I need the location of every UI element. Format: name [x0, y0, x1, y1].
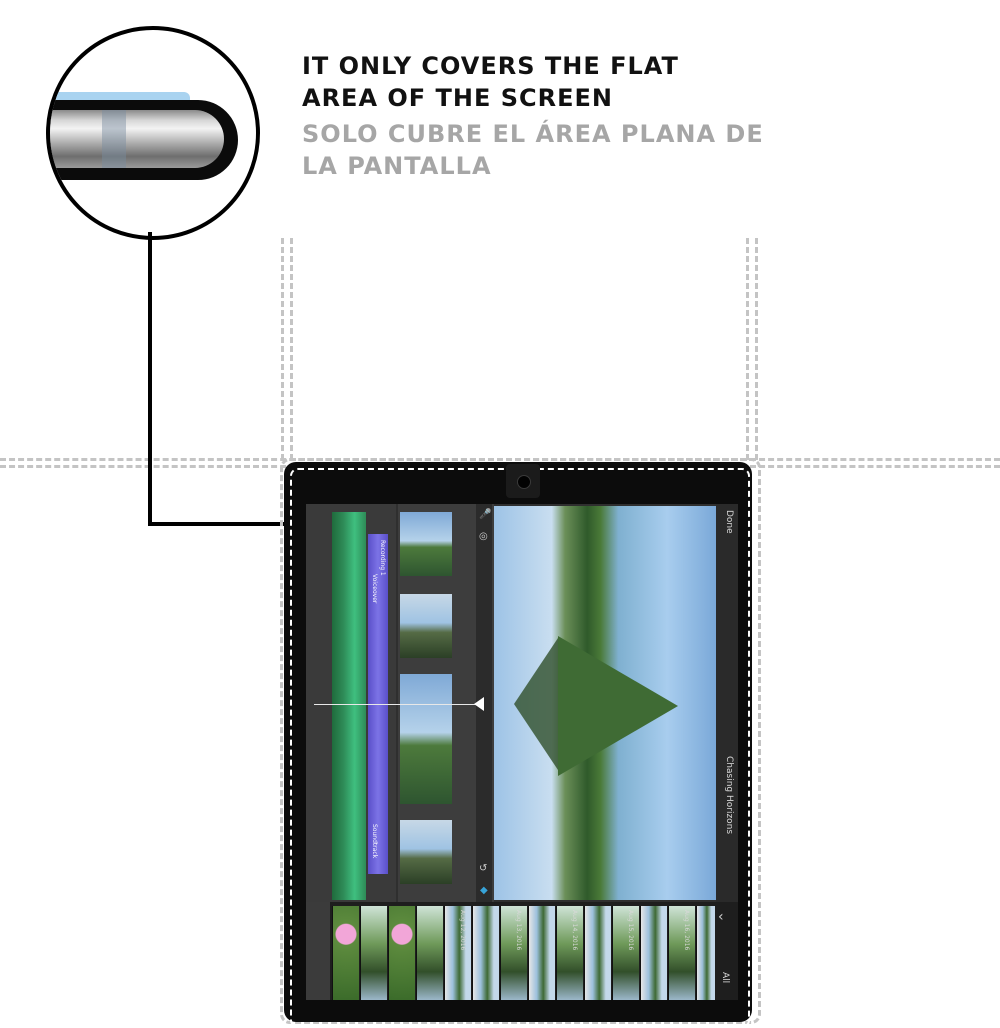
timeline-controls: 🎤 ◎ ↺ ◆	[476, 504, 492, 902]
media-thumbnail[interactable]	[332, 906, 359, 1000]
headline-english: IT ONLY COVERS THE FLAT AREA OF THE SCRE…	[302, 50, 679, 114]
media-thumbnail[interactable]	[640, 906, 667, 1000]
media-thumbnail[interactable]	[444, 906, 471, 1000]
timeline-clip[interactable]	[400, 820, 452, 884]
guide-line-right-outer	[755, 238, 758, 460]
audio-track-panel: Recording 1 Voiceover Soundtrack	[306, 504, 396, 902]
media-thumbnail[interactable]	[388, 906, 415, 1000]
playhead-marker-icon[interactable]	[474, 697, 484, 711]
filmstrip-tools	[306, 902, 330, 1000]
timeline-clip[interactable]	[400, 674, 452, 804]
clip-date-4: Aug 15, 2016	[627, 910, 634, 951]
undo-icon[interactable]: ↺	[479, 863, 488, 874]
clip-date-3: Aug 14, 2016	[571, 910, 578, 951]
voiceover-label: Voiceover	[371, 574, 378, 604]
clip-date-1: Aug 12, 2016	[459, 910, 466, 951]
media-thumbnail[interactable]	[472, 906, 499, 1000]
diamond-icon[interactable]: ◆	[480, 885, 488, 896]
camera-icon[interactable]: ◎	[479, 531, 488, 542]
guide-line-right-inner	[746, 238, 749, 460]
callout-leader-line	[148, 232, 362, 526]
done-button[interactable]: Done	[724, 510, 734, 534]
front-camera	[506, 464, 540, 498]
media-thumbnail[interactable]	[528, 906, 555, 1000]
headline-spanish-line-2: LA PANTALLA	[302, 152, 492, 180]
filter-label[interactable]: All	[720, 972, 730, 984]
headline-english-line-2: AREA OF THE SCREEN	[302, 84, 613, 112]
edge-magnifier-circle	[46, 26, 260, 240]
media-thumbnail[interactable]	[612, 906, 639, 1000]
guide-line-left-outer	[281, 238, 284, 460]
timeline-clip[interactable]	[400, 594, 452, 658]
media-filmstrip: ‹ All Aug 12, 2016 Aug 13, 2016 Aug 14, …	[306, 902, 738, 1000]
media-thumbnail[interactable]	[696, 906, 715, 1000]
device-edge-metal	[50, 110, 224, 168]
video-mountain	[558, 636, 678, 776]
headline-spanish: SOLO CUBRE EL ÁREA PLANA DE LA PANTALLA	[302, 118, 764, 182]
device-edge-band	[102, 110, 126, 168]
media-thumbnail[interactable]	[360, 906, 387, 1000]
media-thumbnail[interactable]	[500, 906, 527, 1000]
media-thumbnail[interactable]	[668, 906, 695, 1000]
playhead[interactable]	[314, 704, 484, 705]
project-header-bar: Done Chasing Horizons	[716, 504, 738, 902]
timeline-clip[interactable]	[400, 512, 452, 576]
soundtrack-label: Soundtrack	[371, 824, 378, 859]
media-thumbnail[interactable]	[584, 906, 611, 1000]
clip-date-2: Aug 13, 2016	[515, 910, 522, 951]
camera-lens-icon	[517, 475, 531, 489]
project-title: Chasing Horizons	[724, 756, 734, 835]
headline-spanish-line-1: SOLO CUBRE EL ÁREA PLANA DE	[302, 120, 764, 148]
headline-english-line-1: IT ONLY COVERS THE FLAT	[302, 52, 679, 80]
media-thumbnail[interactable]	[416, 906, 443, 1000]
microphone-icon[interactable]: 🎤	[479, 509, 492, 520]
media-thumbnail[interactable]	[556, 906, 583, 1000]
clip-date-5: Aug 16, 2016	[683, 910, 690, 951]
video-mountain-reflection	[514, 638, 558, 770]
audio-waveform-green	[332, 512, 366, 900]
device-screen: Recording 1 Voiceover Soundtrack 🎤 ◎ ↺ ◆…	[306, 504, 738, 1000]
video-preview	[494, 506, 716, 900]
chevron-left-icon[interactable]: ‹	[718, 909, 724, 925]
guide-line-left-inner	[290, 238, 293, 460]
screen-protector-glass	[56, 92, 190, 100]
